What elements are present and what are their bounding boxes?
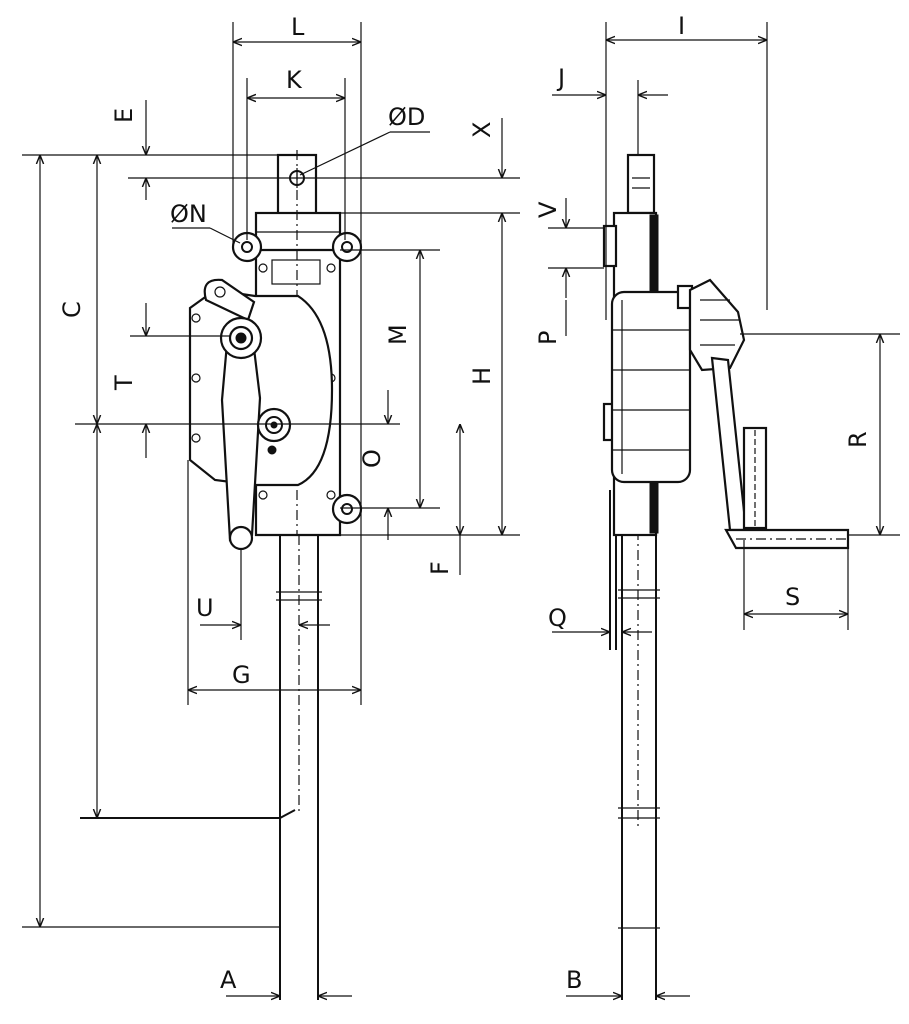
label-L: L: [291, 13, 305, 41]
side-top-lug: [626, 153, 656, 215]
label-E: E: [110, 108, 138, 123]
dim-Q: Q: [548, 604, 652, 632]
dim-R: R: [740, 333, 900, 536]
label-S: S: [785, 583, 800, 611]
label-M: M: [384, 324, 412, 345]
dim-E: E: [110, 100, 146, 200]
label-A: A: [220, 966, 237, 994]
label-D: ØD: [388, 103, 425, 131]
label-R: R: [844, 431, 872, 448]
label-C: C: [58, 301, 86, 318]
label-F: F: [426, 561, 454, 575]
dim-O: O: [358, 390, 388, 540]
dim-I: I: [605, 12, 768, 320]
hand-lever: [203, 278, 292, 551]
dim-M: M: [384, 250, 420, 508]
label-B: B: [566, 966, 582, 994]
rack-bar: [80, 535, 322, 1000]
front-view: L K E ØD ØN: [22, 13, 520, 1000]
label-U: U: [196, 594, 214, 622]
dim-B: B: [566, 966, 690, 996]
dim-X: X: [468, 118, 502, 178]
dim-L: L: [232, 13, 362, 250]
side-crank: [676, 278, 850, 550]
side-cover: [188, 288, 334, 487]
dim-J: J: [552, 64, 668, 150]
label-I: I: [678, 12, 685, 40]
dim-D: ØD: [299, 103, 430, 176]
dim-T: T: [110, 303, 146, 458]
dim-S: S: [743, 540, 849, 630]
label-J: J: [556, 64, 565, 92]
label-N: ØN: [170, 200, 207, 228]
dim-P: P: [534, 300, 567, 345]
side-gear-housing: [610, 290, 692, 484]
dim-H: H: [468, 213, 502, 535]
label-Q: Q: [548, 604, 567, 632]
dim-N: ØN: [170, 200, 241, 244]
side-view: I J V P R: [534, 12, 900, 1000]
dim-F: F: [426, 424, 460, 575]
label-X: X: [468, 122, 496, 138]
label-P: P: [534, 331, 562, 345]
dim-V: V: [534, 198, 604, 298]
label-H: H: [468, 367, 496, 385]
label-V: V: [534, 201, 562, 218]
dim-G: G: [187, 250, 362, 705]
label-T: T: [110, 375, 138, 391]
dim-A: A: [220, 966, 352, 996]
dim-U: U: [196, 550, 330, 640]
dim-C: C: [40, 155, 97, 927]
label-K: K: [286, 66, 303, 94]
label-O: O: [358, 449, 386, 468]
label-G: G: [232, 661, 251, 689]
